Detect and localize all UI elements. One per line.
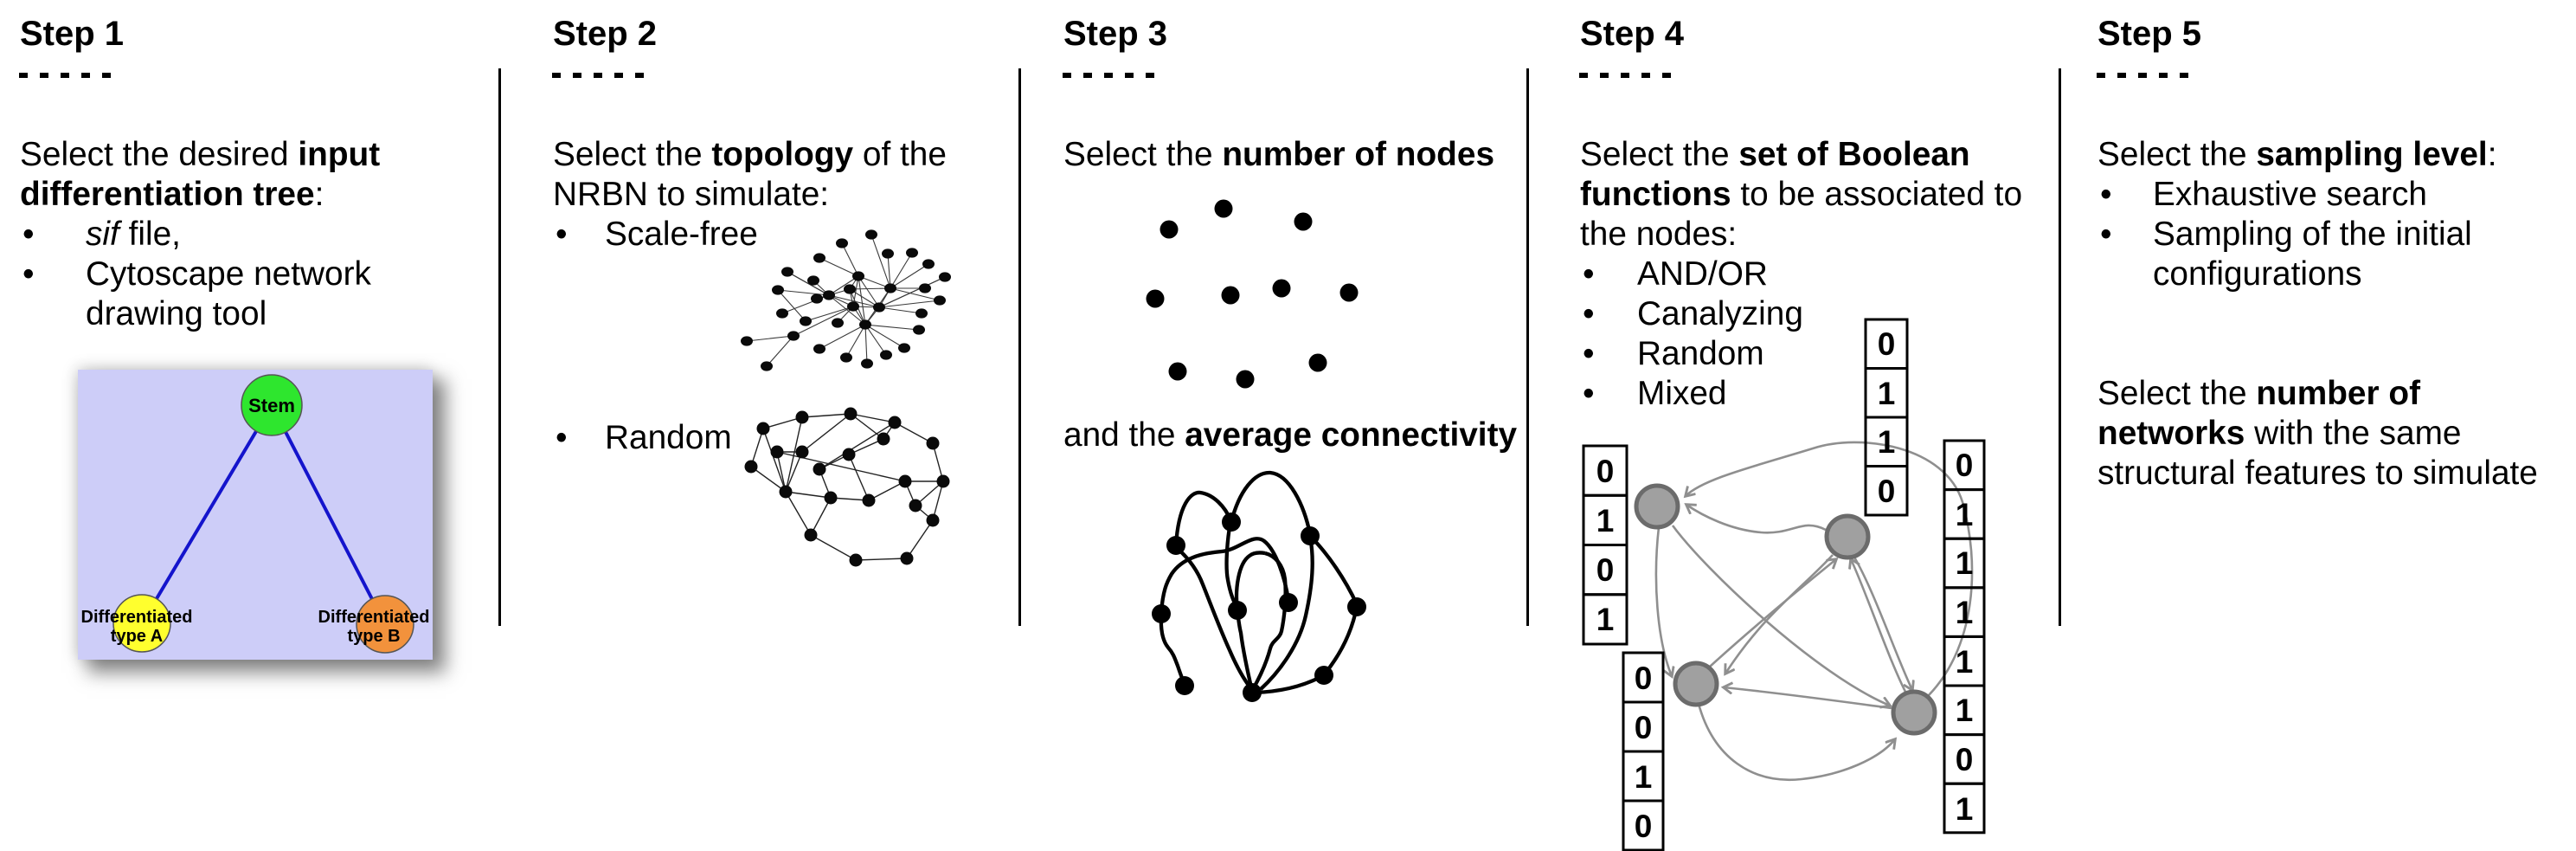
svg-text:0: 0: [1635, 710, 1653, 745]
svg-text:1: 1: [1956, 693, 1974, 728]
svg-text:type B: type B: [347, 627, 400, 646]
svg-text:1: 1: [1956, 545, 1974, 581]
svg-text:1: 1: [1878, 376, 1896, 411]
svg-text:0: 0: [1635, 809, 1653, 844]
svg-text:1: 1: [1956, 791, 1974, 827]
svg-text:1: 1: [1596, 602, 1615, 637]
svg-text:0: 0: [1878, 474, 1896, 509]
svg-text:type A: type A: [111, 627, 163, 646]
svg-text:1: 1: [1878, 424, 1896, 460]
svg-text:Stem: Stem: [248, 395, 295, 416]
svg-text:0: 0: [1956, 448, 1974, 483]
svg-text:0: 0: [1635, 661, 1653, 696]
svg-text:0: 0: [1878, 326, 1896, 362]
svg-text:0: 0: [1596, 454, 1615, 489]
svg-text:1: 1: [1956, 497, 1974, 532]
svg-text:1: 1: [1596, 503, 1615, 538]
svg-text:0: 0: [1956, 742, 1974, 777]
svg-text:Differentiated: Differentiated: [81, 608, 193, 627]
svg-text:Differentiated: Differentiated: [318, 608, 430, 627]
svg-text:1: 1: [1956, 595, 1974, 630]
svg-text:1: 1: [1956, 644, 1974, 680]
svg-text:0: 0: [1596, 552, 1615, 588]
svg-text:1: 1: [1635, 759, 1653, 795]
